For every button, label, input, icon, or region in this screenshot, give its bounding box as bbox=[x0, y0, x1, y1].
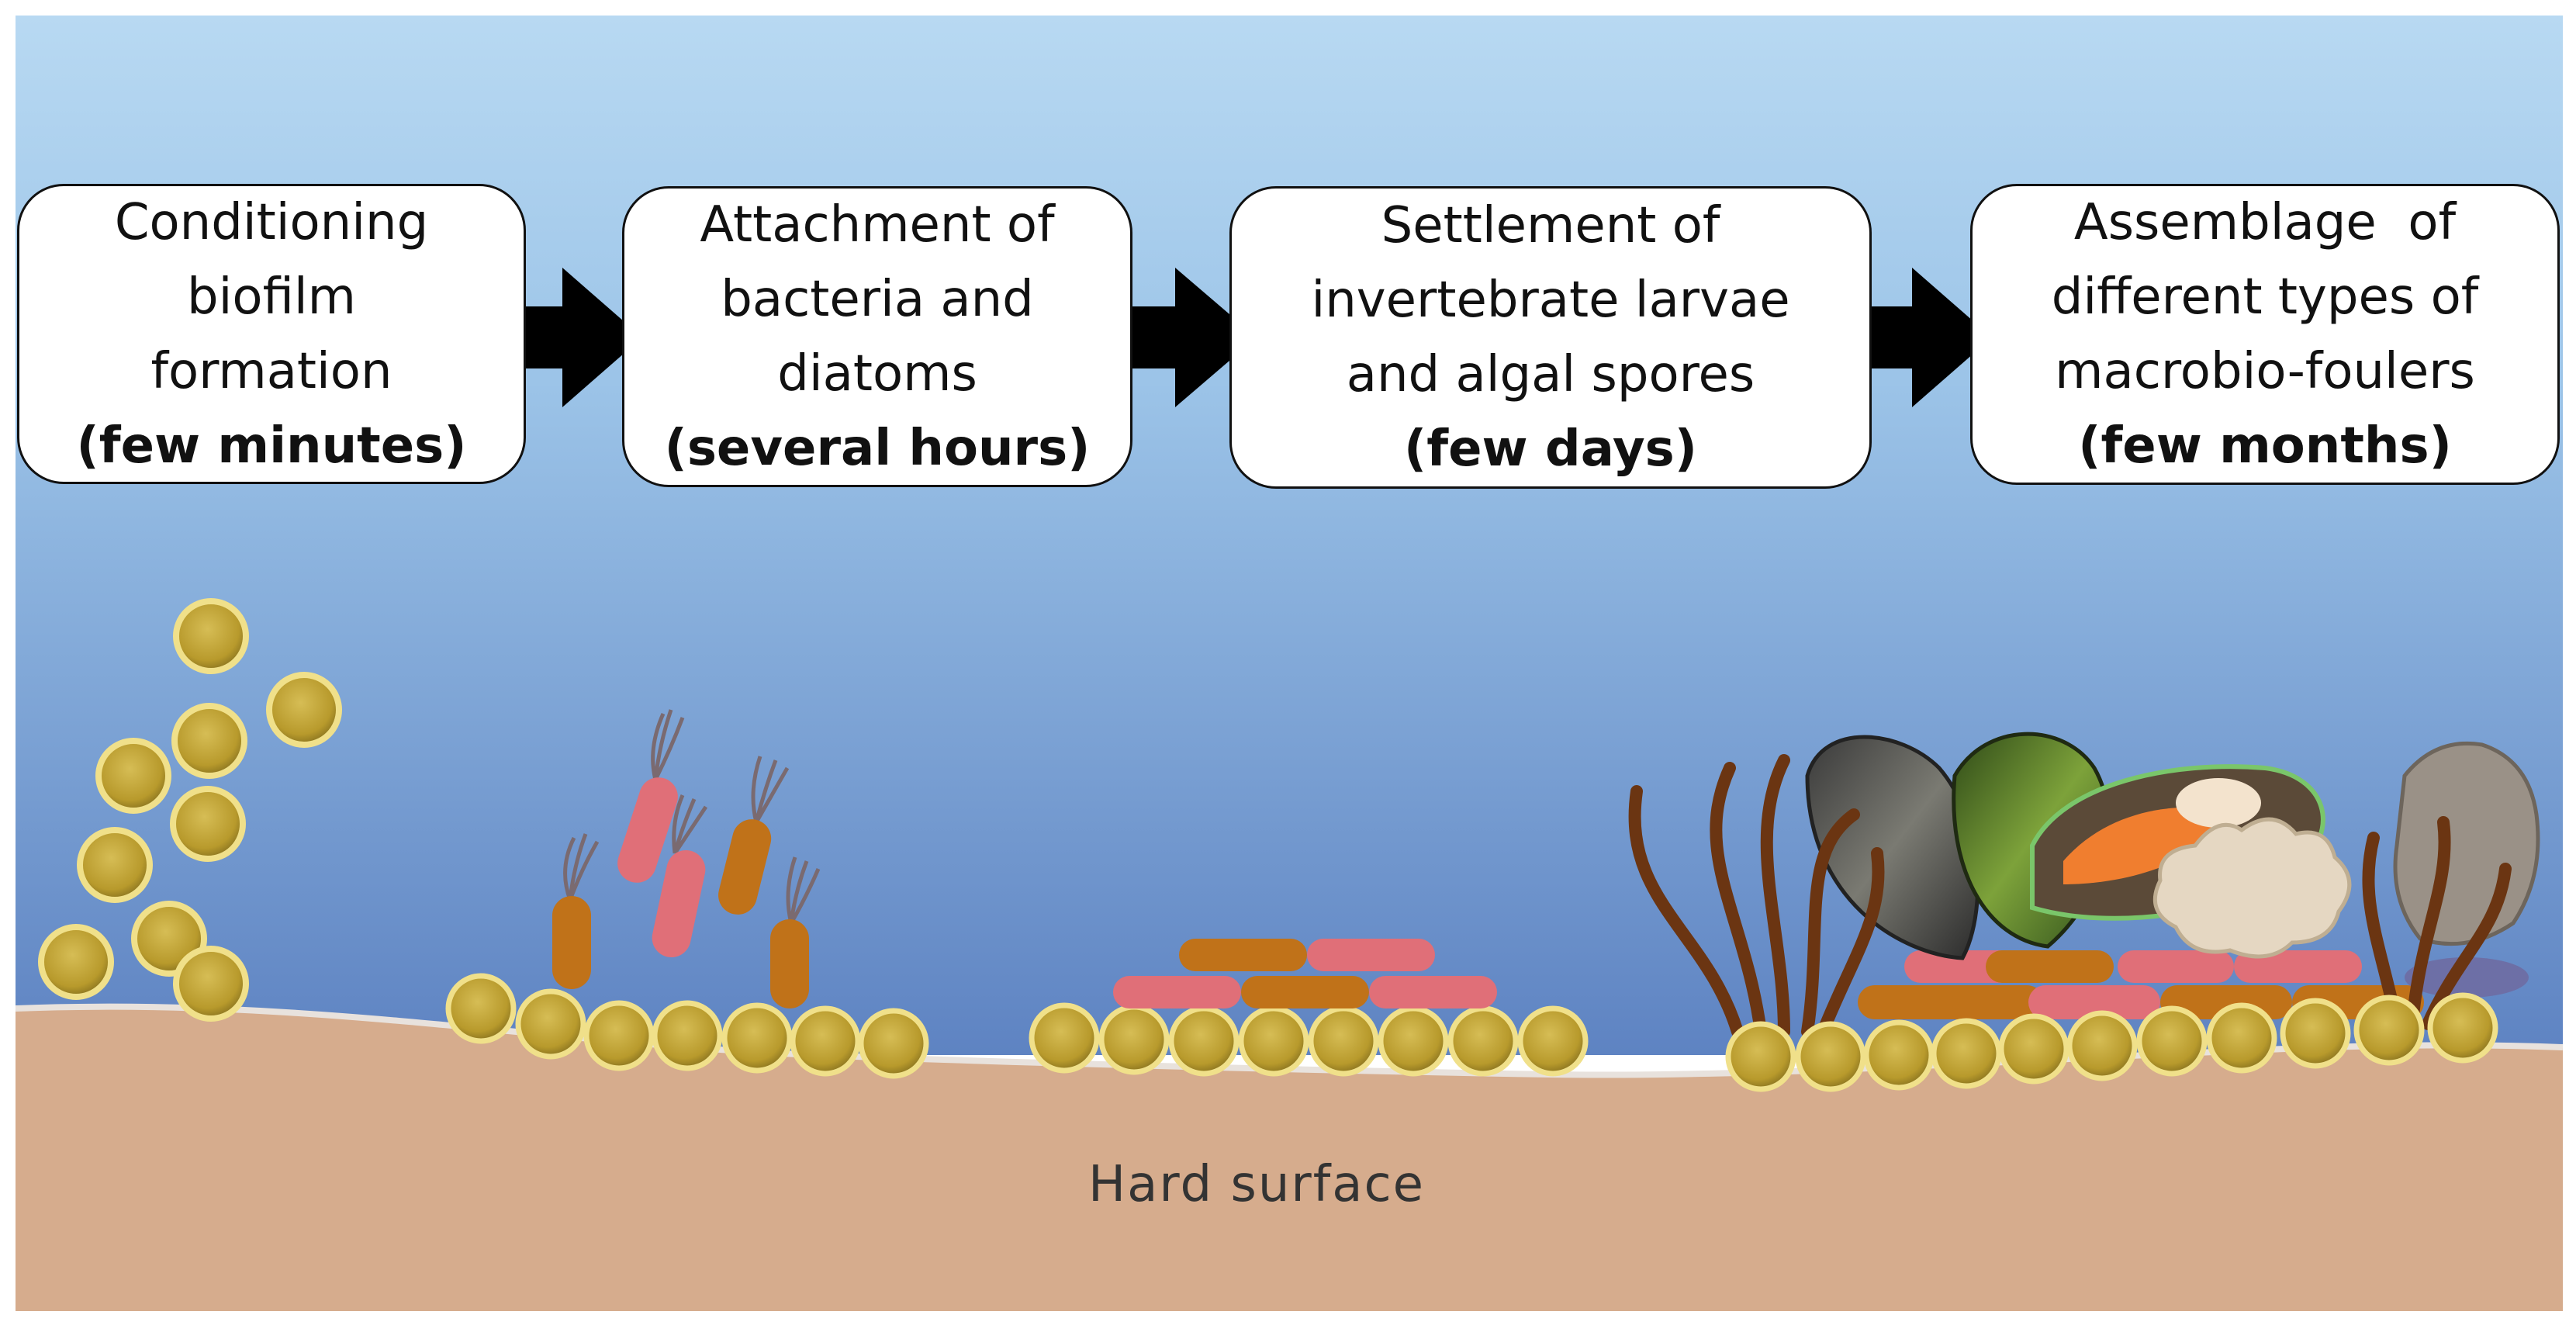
cell bbox=[1725, 1021, 1796, 1092]
cell bbox=[1098, 1004, 1170, 1075]
bacterium bbox=[2234, 950, 2362, 983]
stage-4-line-2: different types of bbox=[2051, 268, 2479, 326]
surface-label: Hard surface bbox=[1087, 1156, 1426, 1213]
cell bbox=[2427, 992, 2498, 1064]
cell bbox=[1168, 1005, 1240, 1077]
cell bbox=[170, 786, 246, 862]
stage-box-2: Attachment of bacteria and diatoms (seve… bbox=[622, 186, 1132, 487]
cell bbox=[721, 1002, 793, 1074]
cell bbox=[95, 738, 171, 814]
bacterium bbox=[718, 819, 772, 915]
cell bbox=[38, 924, 114, 1000]
stage-4-line-3: macrobio-foulers bbox=[2055, 343, 2475, 400]
seaweed-icon bbox=[1628, 754, 2512, 1038]
stage-4-duration: (few months) bbox=[2078, 417, 2452, 475]
cell bbox=[1378, 1005, 1449, 1077]
cell bbox=[583, 1000, 655, 1071]
cell bbox=[790, 1005, 861, 1077]
cell bbox=[2136, 1005, 2208, 1077]
cell bbox=[2280, 998, 2351, 1069]
oyster-flesh bbox=[2063, 807, 2234, 884]
stage-4-line-1: Assemblage of bbox=[2073, 194, 2457, 251]
bacterium bbox=[652, 849, 706, 958]
cell bbox=[2206, 1002, 2277, 1074]
rock-oyster bbox=[2393, 741, 2540, 946]
cell bbox=[445, 973, 517, 1044]
cell bbox=[1447, 1005, 1519, 1077]
bacterium bbox=[552, 896, 591, 989]
stage-1-line-3: formation bbox=[150, 342, 392, 400]
conditioning-film-illustration bbox=[38, 598, 342, 1022]
sponge bbox=[2405, 957, 2529, 998]
cell bbox=[1931, 1018, 2002, 1089]
bacteria-attachment-illustration bbox=[445, 709, 929, 1079]
arrow-icon-2 bbox=[1100, 268, 1257, 407]
cell bbox=[266, 672, 342, 748]
cell bbox=[1998, 1013, 2069, 1085]
stage-1-duration: (few minutes) bbox=[76, 417, 467, 475]
cell bbox=[171, 703, 247, 779]
cell bbox=[1029, 1002, 1100, 1074]
cell bbox=[1795, 1021, 1866, 1092]
stage-box-4: Assemblage of different types of macrobi… bbox=[1970, 184, 2560, 485]
cell bbox=[1238, 1005, 1309, 1077]
bacterium bbox=[1858, 985, 2044, 1019]
cell bbox=[173, 598, 249, 674]
cell bbox=[652, 1000, 723, 1071]
cell bbox=[1517, 1005, 1589, 1077]
macrofouling-illustration bbox=[1628, 732, 2540, 1092]
stage-3-line-1: Settlement of bbox=[1381, 197, 1720, 254]
cell bbox=[77, 827, 153, 903]
stage-2-line-2: bacteria and bbox=[721, 271, 1034, 328]
stage-3-line-3: and algal spores bbox=[1346, 346, 1755, 403]
bacterium bbox=[2028, 985, 2160, 1019]
bacterium bbox=[2118, 950, 2234, 983]
arrow-icon-3 bbox=[1838, 268, 1992, 407]
bacterium bbox=[1986, 950, 2114, 983]
bacterium bbox=[1369, 976, 1497, 1008]
cell bbox=[1863, 1019, 1935, 1091]
cell bbox=[858, 1008, 929, 1079]
stage-1-line-2: biofilm bbox=[187, 268, 356, 326]
stage-2-line-1: Attachment of bbox=[700, 196, 1055, 254]
bacterium bbox=[1179, 939, 1307, 971]
stage-box-3: Settlement of invertebrate larvae and al… bbox=[1229, 186, 1872, 489]
cell bbox=[515, 988, 586, 1060]
oyster-pearl bbox=[2176, 778, 2261, 828]
cell bbox=[173, 946, 249, 1022]
stage-box-1: Conditioning biofilm formation (few minu… bbox=[17, 184, 526, 484]
stage-2-line-3: diatoms bbox=[777, 345, 977, 403]
stage-2-duration: (several hours) bbox=[664, 420, 1091, 477]
stage-3-line-2: invertebrate larvae bbox=[1311, 272, 1790, 329]
cell bbox=[2066, 1010, 2138, 1081]
stage-1-line-1: Conditioning bbox=[114, 193, 429, 251]
bacterium bbox=[617, 777, 678, 883]
cell bbox=[1308, 1005, 1379, 1077]
bacterium bbox=[1241, 976, 1369, 1008]
bacterium bbox=[770, 919, 809, 1008]
bacterium bbox=[1113, 976, 1241, 1008]
stage-3-duration: (few days) bbox=[1404, 420, 1697, 478]
hard-surface bbox=[16, 1006, 2563, 1311]
barnacle-cluster bbox=[2152, 817, 2352, 959]
cell bbox=[2353, 995, 2425, 1066]
bacterium bbox=[1307, 939, 1435, 971]
arrow-icon-1 bbox=[493, 268, 642, 407]
larval-settlement-illustration bbox=[1029, 939, 1589, 1077]
